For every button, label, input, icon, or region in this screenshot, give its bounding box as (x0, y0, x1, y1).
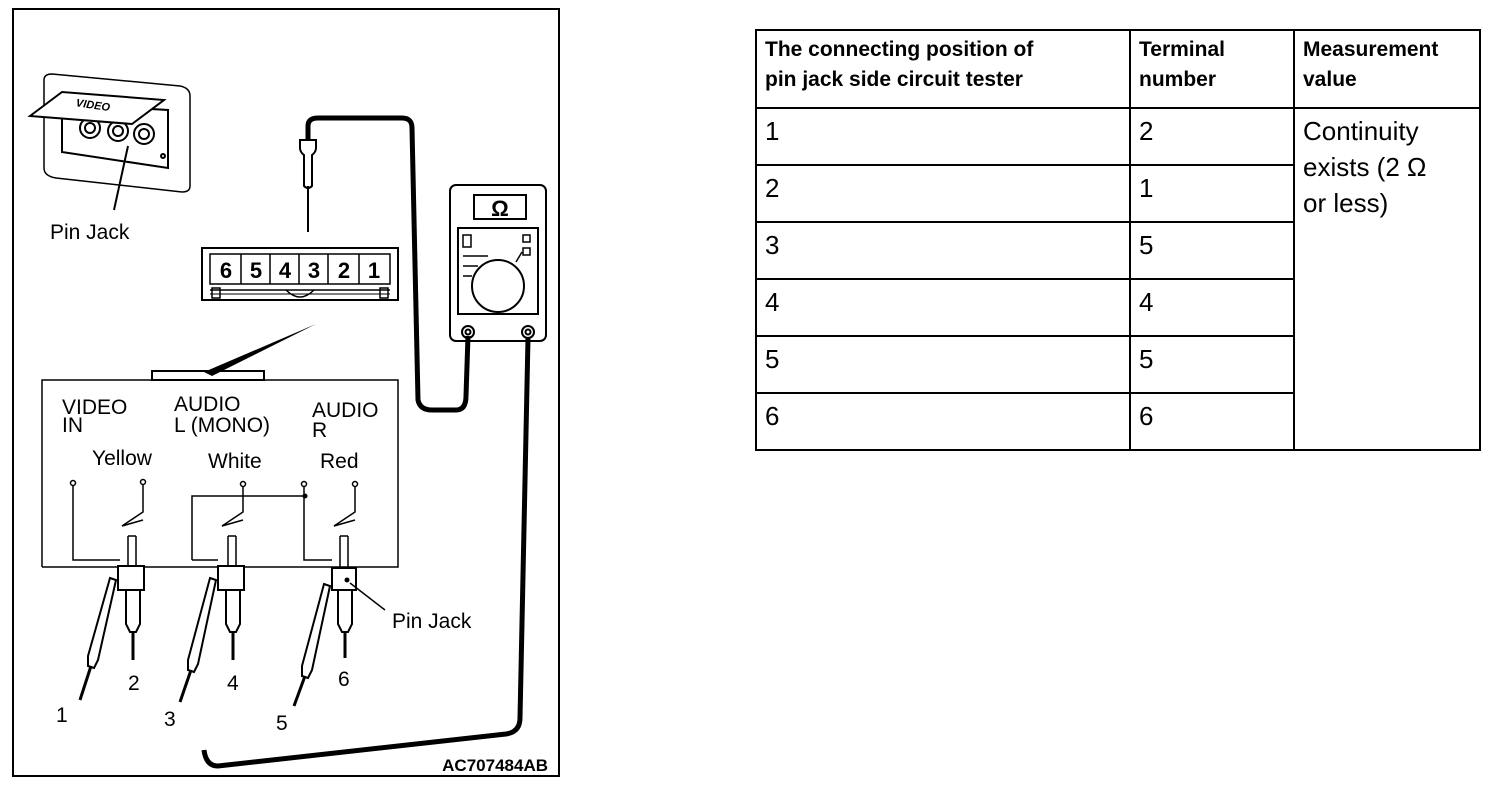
cell-terminal: 1 (1129, 164, 1295, 223)
cell-terminal: 5 (1129, 335, 1295, 394)
socket-audio-l-color: White (208, 450, 262, 473)
connector-terminal-1: 1 (368, 258, 380, 283)
ohmmeter (449, 184, 547, 342)
cell-position: 3 (755, 221, 1131, 280)
jack-panel (41, 370, 399, 568)
table-row: 6 6 (755, 392, 1480, 451)
connector-terminal-3: 3 (308, 258, 320, 283)
pin-jack-diagram: VIDEO Pin Jack 6 5 4 3 2 1 (12, 8, 560, 777)
jack-bodies (117, 565, 357, 591)
table-row: 5 5 (755, 335, 1480, 394)
socket-audio-l-name: AUDIO (174, 393, 241, 416)
cell-terminal: 4 (1129, 278, 1295, 337)
table-row: 3 5 (755, 221, 1480, 280)
pin-jack-label-bottom: Pin Jack (392, 610, 472, 633)
cell-terminal: 2 (1129, 107, 1295, 166)
pin-jack-callout-dot (344, 577, 350, 583)
connector-terminal-2: 2 (338, 258, 350, 283)
ohm-symbol: Ω (491, 196, 509, 221)
probe-number-1: 1 (56, 704, 68, 727)
probe-number-2: 2 (128, 672, 140, 695)
socket-audio-r-sub: R (312, 419, 327, 442)
connector-terminal-5: 5 (250, 258, 262, 283)
probe-number-3: 3 (164, 708, 176, 731)
jack-wiring (69, 478, 359, 578)
figure-code: AC707484AB (442, 756, 548, 775)
callout-arrow (204, 324, 316, 376)
probes (78, 576, 353, 707)
cell-position: 5 (755, 335, 1131, 394)
cell-position: 2 (755, 164, 1131, 223)
faceplate-label: VIDEO (75, 97, 111, 114)
probe-number-4: 4 (227, 672, 239, 695)
test-lead-2 (201, 337, 531, 769)
table-row: 2 1 (755, 164, 1480, 223)
connector-terminal-4: 4 (279, 258, 292, 283)
cell-position: 6 (755, 392, 1131, 451)
socket-audio-r-name: AUDIO (312, 399, 379, 422)
harness-connector (201, 247, 399, 301)
pin-jack-panel-inset (27, 73, 191, 211)
test-lead-1 (305, 115, 471, 413)
pin-jack-label-top: Pin Jack (50, 221, 130, 244)
table-row: 4 4 (755, 278, 1480, 337)
socket-audio-r-color: Red (320, 450, 359, 473)
connector-probe (299, 139, 317, 232)
cell-terminal: 5 (1129, 221, 1295, 280)
connector-terminal-6: 6 (220, 258, 232, 283)
socket-video-sub: IN (62, 414, 83, 437)
probe-number-6: 6 (338, 668, 350, 691)
diagram-frame (12, 8, 560, 777)
socket-video-name: VIDEO (62, 396, 127, 419)
cell-position: 1 (755, 107, 1131, 166)
socket-audio-l-sub: L (MONO) (174, 414, 270, 437)
probe-number-5: 5 (276, 712, 288, 735)
pin-jack-callout-line (349, 582, 386, 611)
cell-position: 4 (755, 278, 1131, 337)
cell-terminal: 6 (1129, 392, 1295, 451)
socket-video-color: Yellow (92, 447, 153, 470)
